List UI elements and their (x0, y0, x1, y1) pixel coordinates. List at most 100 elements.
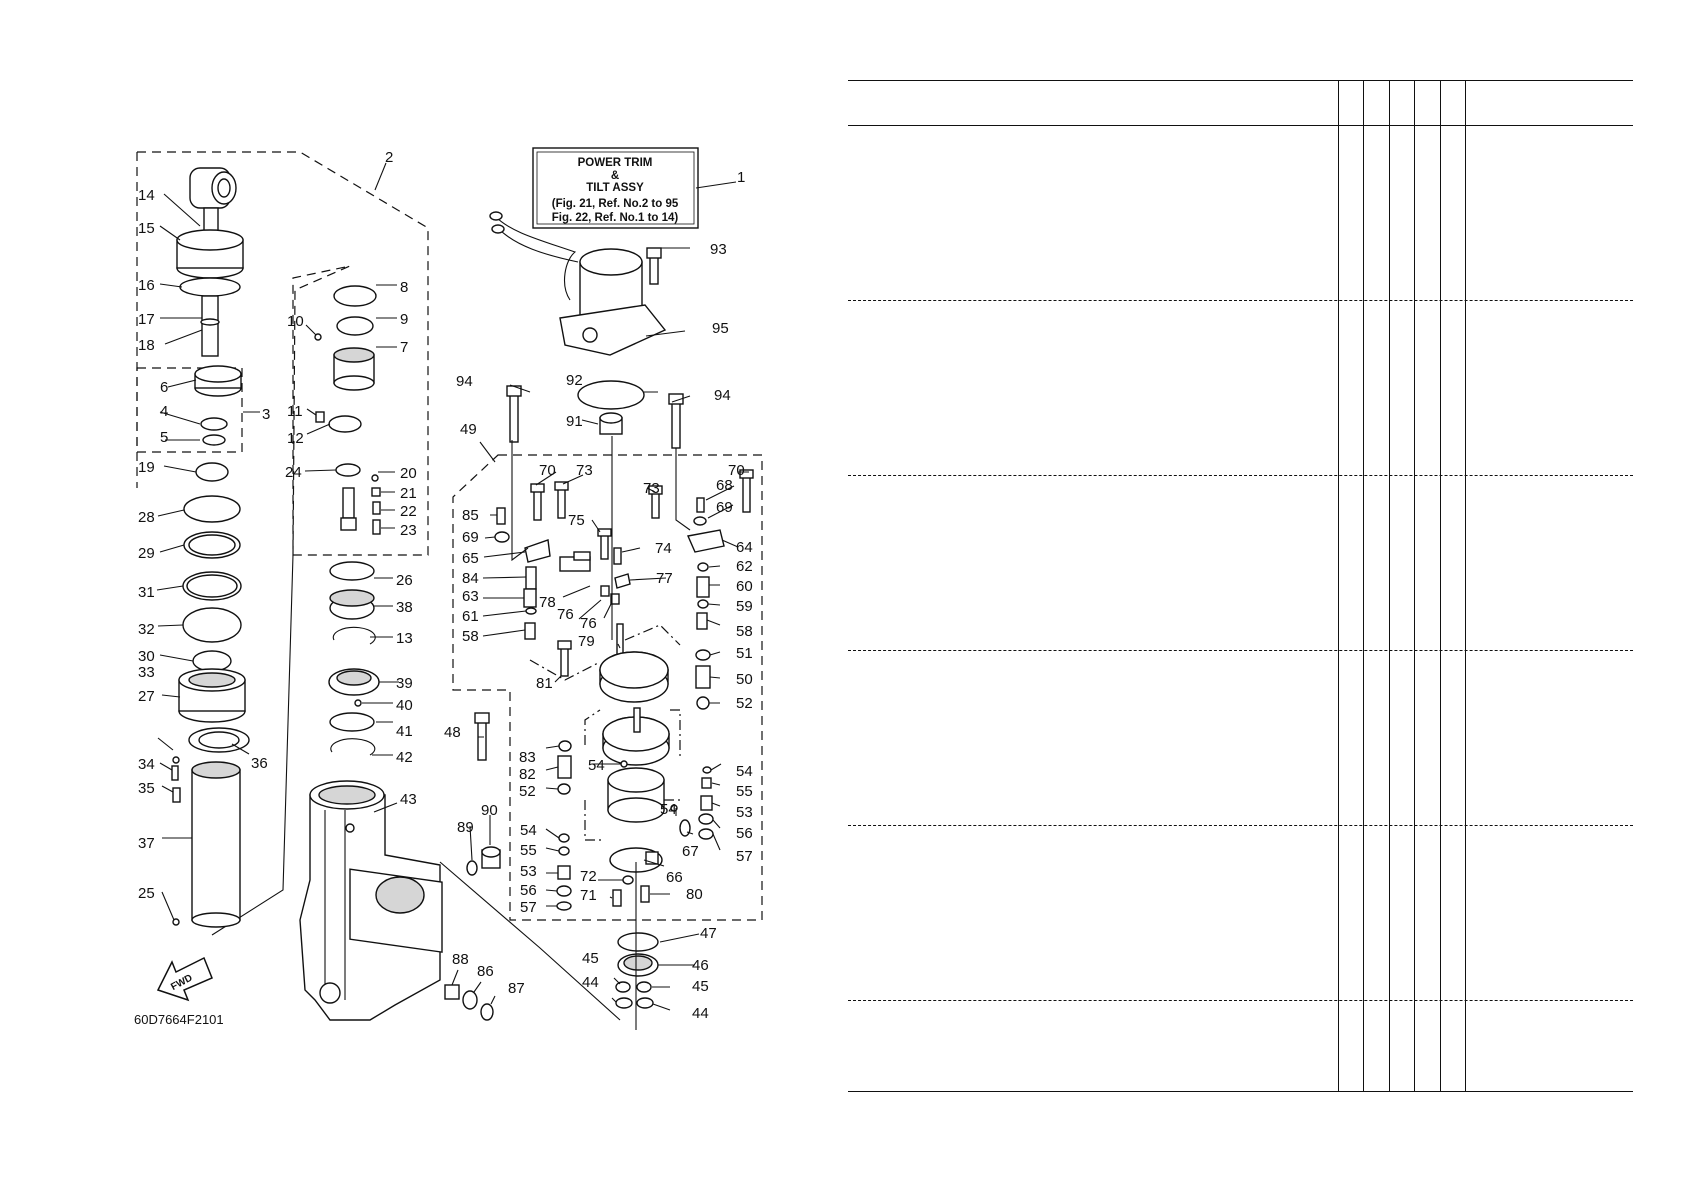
table-column-divider (1440, 80, 1441, 1091)
callout-53: 53 (736, 804, 753, 821)
callout-73: 73 (576, 462, 593, 479)
table-column-divider (1465, 80, 1466, 1091)
callout-68: 68 (716, 477, 733, 494)
callout-50: 50 (736, 671, 753, 688)
callout-88: 88 (452, 951, 469, 968)
callout-78: 78 (539, 594, 556, 611)
callout-9: 9 (400, 311, 408, 328)
callout-42: 42 (396, 749, 413, 766)
callout-63: 63 (462, 588, 479, 605)
callout-41: 41 (396, 723, 413, 740)
table-column-divider (1338, 80, 1339, 1091)
callout-45b: 45 (582, 950, 599, 967)
callout-89: 89 (457, 819, 474, 836)
callout-18: 18 (138, 337, 155, 354)
table-bottom-rule (848, 1091, 1633, 1092)
callout-57: 57 (736, 848, 753, 865)
tilt-rod-assembly: FWD (156, 167, 250, 1002)
callout-34: 34 (138, 756, 155, 773)
callout-5: 5 (160, 429, 168, 446)
fwd-arrow-icon: FWD (156, 956, 213, 1002)
callout-62: 62 (736, 558, 753, 575)
callout-11: 11 (287, 403, 303, 420)
callout-54b: 54 (588, 757, 605, 774)
callout-54c: 54 (520, 822, 537, 839)
callout-95: 95 (712, 320, 729, 337)
callout-58b: 58 (462, 628, 479, 645)
callout-76: 76 (557, 606, 574, 623)
callout-83: 83 (519, 749, 536, 766)
title-box: POWER TRIM & TILT ASSY (Fig. 21, Ref. No… (532, 147, 699, 229)
callout-69: 69 (716, 499, 733, 516)
table-top-rule (848, 80, 1633, 81)
callout-27: 27 (138, 688, 155, 705)
callout-6: 6 (160, 379, 168, 396)
group-3-outline (136, 367, 243, 453)
callout-91: 91 (566, 413, 583, 430)
callout-46: 46 (692, 957, 709, 974)
callout-72: 72 (580, 868, 597, 885)
callout-28: 28 (138, 509, 155, 526)
callout-31: 31 (138, 584, 155, 601)
leader-lines (156, 162, 749, 1011)
valve-block (439, 436, 754, 1030)
callout-58: 58 (736, 623, 753, 640)
callout-14: 14 (138, 187, 155, 204)
callout-65: 65 (462, 550, 479, 567)
table-group-divider (848, 300, 1633, 301)
callout-23: 23 (400, 522, 417, 539)
parts-table (848, 80, 1633, 1092)
callout-43: 43 (400, 791, 417, 808)
callout-76b: 76 (580, 615, 597, 632)
title-line-3: TILT ASSY (586, 182, 644, 194)
callout-69b: 69 (462, 529, 479, 546)
callout-22: 22 (400, 503, 417, 520)
callout-1: 1 (737, 169, 745, 186)
callout-35: 35 (138, 780, 155, 797)
callout-77: 77 (656, 570, 673, 587)
callout-39: 39 (396, 675, 413, 692)
callout-16: 16 (138, 277, 155, 294)
callout-64: 64 (736, 539, 753, 556)
table-group-divider (848, 650, 1633, 651)
callout-93: 93 (710, 241, 727, 258)
callout-8: 8 (400, 279, 408, 296)
callout-67: 67 (682, 843, 699, 860)
group-2-outline (137, 151, 429, 556)
motor-and-pump (474, 211, 684, 761)
callout-54: 54 (736, 763, 753, 780)
title-line-4: (Fig. 21, Ref. No.2 to 95 (552, 198, 679, 210)
callout-94b: 94 (714, 387, 731, 404)
callout-45: 45 (692, 978, 709, 995)
callout-29: 29 (138, 545, 155, 562)
callout-44: 44 (692, 1005, 709, 1022)
callout-86: 86 (477, 963, 494, 980)
callout-47: 47 (700, 925, 717, 942)
callout-73b: 73 (643, 480, 660, 497)
callout-2: 2 (385, 149, 393, 166)
callout-38: 38 (396, 599, 413, 616)
callout-70b: 70 (728, 462, 745, 479)
callout-66: 66 (666, 869, 683, 886)
callout-40: 40 (396, 697, 413, 714)
callout-82: 82 (519, 766, 536, 783)
callout-3: 3 (262, 406, 270, 423)
callout-75: 75 (568, 512, 585, 529)
callout-7: 7 (400, 339, 408, 356)
callout-81: 81 (536, 675, 553, 692)
title-line-1: POWER TRIM (578, 157, 653, 169)
callout-32: 32 (138, 621, 155, 638)
callout-87: 87 (508, 980, 525, 997)
callout-26: 26 (396, 572, 413, 589)
title-line-5: Fig. 22, Ref. No.1 to 14) (552, 212, 679, 224)
callout-74: 74 (655, 540, 672, 557)
table-group-divider (848, 475, 1633, 476)
callout-56b: 56 (520, 882, 537, 899)
callout-59: 59 (736, 598, 753, 615)
callout-70: 70 (539, 462, 556, 479)
callout-10: 10 (287, 313, 304, 330)
callout-24: 24 (285, 464, 302, 481)
drawing-code: 60D7664F2101 (134, 1012, 224, 1027)
callout-80: 80 (686, 886, 703, 903)
table-column-divider (1414, 80, 1415, 1091)
